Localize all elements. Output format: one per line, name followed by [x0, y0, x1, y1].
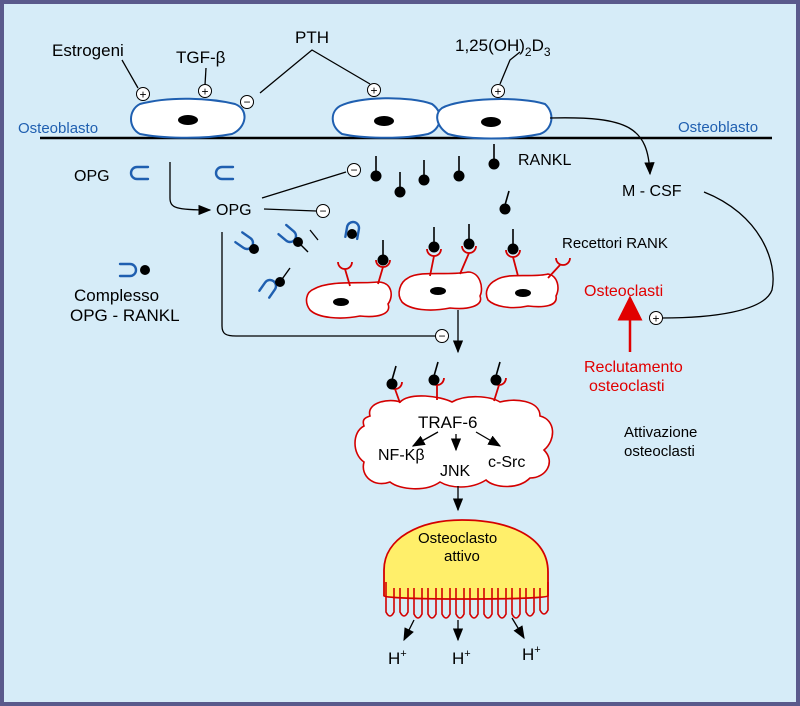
pth-label: PTH	[295, 28, 329, 47]
tgfb-plus-sign: +	[198, 84, 212, 99]
svg-text:+: +	[370, 84, 377, 98]
vitd-mid: D	[532, 36, 544, 55]
preosteoclast-cell-2	[398, 223, 483, 311]
opg-top-label: OPG	[74, 168, 110, 185]
mcsf-label: M - CSF	[622, 183, 682, 200]
osteoblast-cell-3	[436, 98, 553, 140]
tgfb-label: TGF-β	[176, 48, 226, 67]
traf6-to-csrc-arrow	[475, 431, 502, 447]
traf6-receptors	[385, 361, 507, 404]
osteoclasto-attivo-label-line1: Osteoclasto	[418, 530, 497, 547]
pth-lines	[259, 49, 371, 94]
opg-inhibit-line-1	[261, 171, 347, 199]
osteoclasto-attivo-label-line2: attivo	[444, 548, 480, 565]
osteoblast-cell-2	[331, 97, 442, 139]
vitd-plus-sign: +	[491, 84, 505, 99]
rankl-label: RANKL	[518, 152, 571, 169]
proton-arrow-1	[403, 619, 415, 642]
osteoblasto-right-label: Osteoblasto	[678, 119, 758, 136]
opg-inhibit-line-2	[263, 208, 317, 212]
osteoblasto-left-label: Osteoblasto	[18, 120, 98, 137]
estrogeni-plus-sign: +	[136, 87, 150, 102]
opg-mid-label: OPG	[216, 202, 252, 219]
pth-plus-sign: +	[367, 83, 381, 98]
complex-tail	[309, 229, 319, 241]
traf6-label: TRAF-6	[418, 413, 478, 432]
opg-rankl-complex-1	[234, 231, 259, 254]
estrogeni-label: Estrogeni	[52, 41, 124, 60]
preosteoclast-cell-1	[305, 239, 392, 319]
proton-arrow-3	[511, 617, 525, 640]
attivazione-label-line1: Attivazione	[624, 424, 697, 441]
opg-minus-sign-3: −	[435, 329, 449, 343]
complesso-label-line1: Complesso	[74, 286, 159, 305]
csrc-label: c-Src	[488, 454, 525, 471]
mcsf-plus-sign: +	[649, 311, 663, 326]
complesso-label-line2: OPG - RANKL	[70, 306, 180, 325]
attivazione-label-line2: osteoclasti	[624, 443, 695, 460]
pth-minus-sign: −	[240, 95, 254, 109]
vitd-sub1: 2	[525, 45, 532, 59]
opg-long-inhibit-line	[221, 232, 436, 337]
svg-text:+: +	[139, 88, 146, 102]
reclutamento-label-line1: Reclutamento	[584, 359, 683, 376]
estrogeni-line	[121, 59, 139, 89]
svg-text:+: +	[201, 85, 208, 99]
opg-arrow	[169, 162, 212, 216]
jnk-label: JNK	[440, 463, 471, 480]
vitd-sub2: 3	[544, 45, 551, 59]
mcsf-to-osteoclasti-line	[661, 191, 774, 319]
svg-text:−: −	[243, 95, 250, 109]
osteoclasti-label: Osteoclasti	[584, 283, 663, 300]
reclutamento-label-line2: osteoclasti	[589, 378, 665, 395]
active-osteoclast-cell	[383, 519, 549, 619]
vitd-line	[499, 51, 521, 85]
proton-label-2: H+	[452, 648, 471, 668]
nfkb-label: NF-Kβ	[378, 447, 425, 464]
complesso-legend-icon	[118, 262, 150, 278]
traf6-to-nfkb-arrow	[411, 431, 439, 447]
svg-text:+: +	[652, 312, 659, 326]
proton-label-3: H+	[522, 644, 541, 664]
preosteoclast-cell-3	[485, 228, 571, 309]
tgfb-line	[204, 67, 207, 86]
opg-rankl-complex-3	[344, 219, 362, 241]
svg-text:−: −	[438, 329, 445, 343]
mcsf-arrow	[549, 117, 655, 176]
svg-text:−: −	[350, 163, 357, 177]
svg-text:+: +	[494, 85, 501, 99]
opg-minus-sign-2: −	[316, 204, 330, 218]
svg-text:−: −	[319, 204, 326, 218]
recettori-rank-label: Recettori RANK	[562, 235, 668, 252]
opg-minus-sign-1: −	[347, 163, 361, 177]
osteoblast-cell-1	[130, 97, 246, 139]
vitd-base: 1,25(OH)	[455, 36, 525, 55]
vitamin-d-label: 1,25(OH)2D3	[455, 36, 551, 59]
proton-label-1: H+	[388, 648, 407, 668]
opg-rankl-complex-2	[277, 223, 309, 253]
opg-rankl-complex-4	[258, 267, 291, 299]
